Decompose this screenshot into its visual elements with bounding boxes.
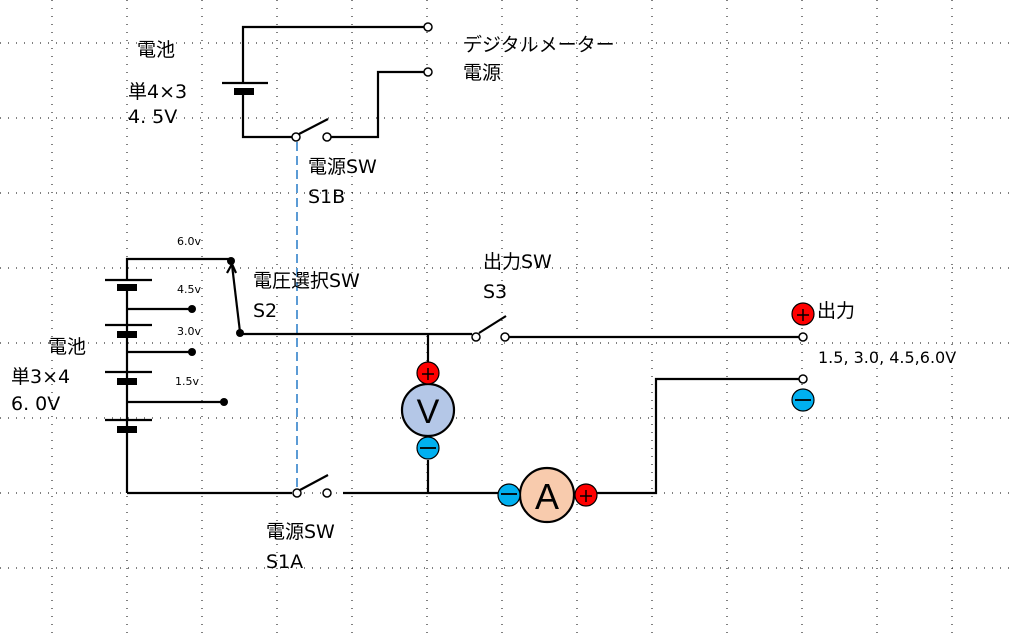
- voltmeter-plus-terminal: [416, 361, 440, 385]
- wire-top-battery-positive: [241, 25, 424, 83]
- tap-label-4v5: 4.5v: [177, 283, 202, 296]
- wire-top-battery-negative: [241, 91, 292, 139]
- tap-label-3v0: 3.0v: [177, 325, 202, 338]
- top-battery-circuit: [222, 22, 433, 142]
- meter-terminal-top: [423, 22, 433, 32]
- top-battery-cells: 単4×3: [128, 81, 188, 103]
- bottom-battery-voltage: 6. 0V: [11, 393, 61, 415]
- switch-s1b-arm: [298, 118, 329, 135]
- switch-s1a-terminal-left: [292, 488, 302, 498]
- tap-3v0-contact: [188, 348, 196, 356]
- digital-meter-label-line2: 電源: [463, 62, 502, 84]
- switch-s3-terminal-left: [471, 332, 481, 342]
- ammeter-plus-terminal: [574, 483, 598, 507]
- voltmeter: V: [400, 361, 456, 460]
- switch-s3-arm: [478, 315, 507, 334]
- top-battery-title: 電池: [137, 39, 176, 61]
- battery-plate-short: [234, 88, 254, 95]
- battery4-plate-short: [117, 426, 137, 433]
- bottom-battery-circuit: [105, 257, 808, 498]
- meter-terminal-bottom: [423, 67, 433, 77]
- bottom-battery-cells: 単3×4: [11, 366, 71, 388]
- output-minus-marker: [791, 388, 815, 412]
- switch-s2-label-line1: 電圧選択SW: [253, 270, 360, 292]
- ammeter-minus-terminal: [497, 483, 521, 507]
- switch-s1b-label-line2: S1B: [308, 186, 346, 208]
- switch-s1a-terminal-right: [322, 488, 332, 498]
- output-voltages: 1.5, 3.0, 4.5,6.0V: [818, 348, 957, 367]
- switch-s1a-label-line2: S1A: [266, 551, 304, 573]
- tap-1v5-contact: [220, 398, 228, 406]
- output-plus-marker: [791, 302, 815, 326]
- voltmeter-minus-terminal: [416, 436, 440, 460]
- wire-ammeter-to-output: [597, 377, 799, 495]
- switch-s1a-arm: [299, 474, 329, 491]
- battery3-plate-short: [117, 378, 137, 385]
- ammeter-symbol: A: [535, 476, 559, 517]
- switch-s1b-terminal-right: [322, 132, 332, 142]
- tap-label-1v5: 1.5v: [175, 375, 200, 388]
- output-label: 出力: [817, 300, 856, 322]
- digital-meter-label-line1: デジタルメーター: [463, 34, 615, 56]
- switch-s2-arm: [230, 264, 242, 333]
- switch-s1a-label-line1: 電源SW: [266, 521, 335, 543]
- output-terminal-positive: [798, 332, 808, 342]
- tap-6v0-contact: [227, 257, 235, 265]
- switch-s2-label-line2: S2: [253, 300, 278, 322]
- voltmeter-symbol: V: [417, 393, 440, 431]
- output-terminal-negative: [798, 374, 808, 384]
- battery1-plate-short: [117, 284, 137, 291]
- switch-s2-arrowhead: [226, 261, 238, 274]
- wire-s1b-to-meter: [331, 70, 424, 139]
- wire-6v-tap: [125, 257, 231, 280]
- ammeter: A: [497, 466, 598, 524]
- switch-s1b-terminal-left: [291, 132, 301, 142]
- switch-s3-terminal-right: [500, 332, 510, 342]
- switch-s3-label-line2: S3: [483, 281, 508, 303]
- switch-s1b-label-line1: 電源SW: [308, 156, 377, 178]
- switch-s3-label-line1: 出力SW: [483, 251, 552, 273]
- battery2-plate-short: [117, 331, 137, 338]
- bottom-battery-title: 電池: [48, 336, 87, 358]
- tap-label-6v0: 6.0v: [177, 235, 202, 248]
- tap-4v5-contact: [188, 305, 196, 313]
- top-battery-voltage: 4. 5V: [128, 106, 178, 128]
